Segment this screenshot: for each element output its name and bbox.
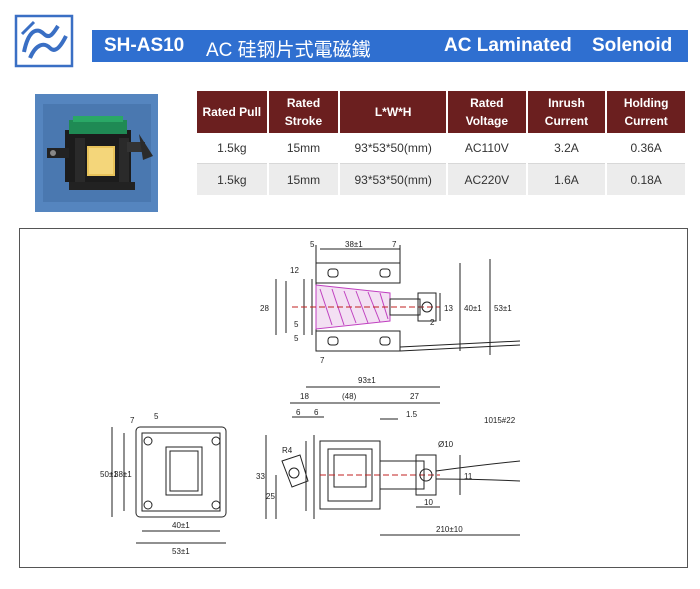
- dim-label: 2: [430, 318, 435, 327]
- dim-label: 1015#22: [484, 416, 516, 425]
- drawing-canvas: 5 38±1 7 12 28 5 7 5 13 2 40±1 53±1 7 5 …: [100, 240, 521, 556]
- dim-label: 10: [424, 498, 433, 507]
- model-number: SH-AS10: [104, 35, 185, 56]
- header-rated-pull: Rated Pull: [197, 91, 267, 133]
- dim-label: 5: [154, 412, 159, 421]
- dim-label: 50±1: [100, 470, 118, 479]
- dim-label: 6: [296, 408, 301, 417]
- dim-label: 5: [294, 320, 299, 329]
- cell-rated-pull: 1.5kg: [197, 164, 267, 195]
- dimension-labels: 5 38±1 7 12 28 5 7 5 13 2 40±1 53±1 7 5 …: [100, 240, 516, 556]
- dim-label: 7: [130, 416, 135, 425]
- english-title-2: Solenoid: [592, 35, 673, 56]
- cell-rated-stroke: 15mm: [268, 164, 339, 195]
- dim-label: (48): [342, 392, 357, 401]
- dim-label: 28: [260, 304, 269, 313]
- company-logo: [14, 14, 74, 68]
- front-view: [111, 426, 227, 544]
- cell-rated-stroke: 15mm: [268, 133, 339, 164]
- cell-holding-current: 0.36A: [607, 133, 685, 164]
- cell-inrush-current: 3.2A: [527, 133, 606, 164]
- dim-label: 40±1: [464, 304, 482, 313]
- dim-label: 25: [266, 492, 275, 501]
- dim-label: 5: [310, 240, 315, 249]
- dim-label: 40±1: [172, 521, 190, 530]
- dim-label: 210±10: [436, 525, 463, 534]
- dim-label: 93±1: [358, 376, 376, 385]
- dim-label: 53±1: [172, 547, 190, 556]
- dim-label: Ø10: [438, 440, 454, 449]
- dim-label: 13: [444, 304, 453, 313]
- dim-label: 5: [294, 334, 299, 343]
- dim-label: 11: [464, 472, 473, 481]
- cell-inrush-current: 1.6A: [527, 164, 606, 195]
- dim-label: 7: [320, 356, 325, 365]
- top-view: [275, 245, 521, 355]
- dim-label: 1.5: [406, 410, 418, 419]
- dim-label: 7: [392, 240, 397, 249]
- title-bar: SH-AS10 AC 硅钢片式電磁鐵 AC Laminated Solenoid: [92, 30, 688, 62]
- cell-rated-voltage: AC110V: [447, 133, 526, 164]
- dim-label: 12: [290, 266, 299, 275]
- dim-label: 18: [300, 392, 309, 401]
- cell-rated-voltage: AC220V: [447, 164, 526, 195]
- cell-lwh: 93*53*50(mm): [340, 164, 446, 195]
- cell-lwh: 93*53*50(mm): [340, 133, 446, 164]
- cell-rated-pull: 1.5kg: [197, 133, 267, 164]
- dim-label: 27: [410, 392, 419, 401]
- english-title-1: AC Laminated: [444, 35, 572, 56]
- product-photo: [35, 94, 158, 212]
- table-row: 1.5kg 15mm 93*53*50(mm) AC220V 1.6A 0.18…: [197, 164, 685, 195]
- technical-drawing: 5 38±1 7 12 28 5 7 5 13 2 40±1 53±1 7 5 …: [19, 228, 688, 568]
- dim-label: 53±1: [494, 304, 512, 313]
- chinese-title: AC 硅钢片式電磁鐵: [206, 40, 371, 61]
- dim-label: 38±1: [345, 240, 363, 249]
- dim-label: 38±1: [114, 470, 132, 479]
- cell-holding-current: 0.18A: [607, 164, 685, 195]
- dim-label: R4: [282, 446, 293, 455]
- header-lwh: L*W*H: [340, 91, 446, 133]
- dim-label: 6: [314, 408, 319, 417]
- side-view: [265, 386, 521, 536]
- dim-label: 33: [256, 472, 265, 481]
- table-row: 1.5kg 15mm 93*53*50(mm) AC110V 3.2A 0.36…: [197, 133, 685, 164]
